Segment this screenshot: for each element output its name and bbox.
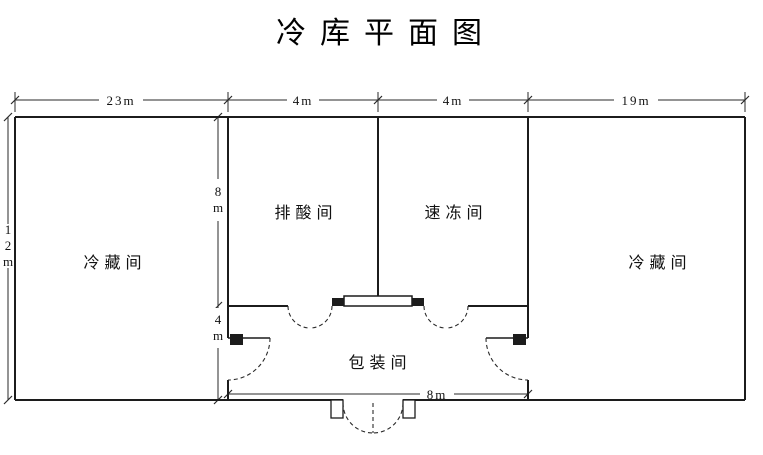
label-mask [210, 179, 226, 221]
room-labels: 冷藏间 排酸间 速冻间 冷藏间 包装间 [83, 204, 691, 372]
interior-walls [227, 117, 529, 400]
door-jamb-block [412, 298, 424, 306]
door-jamb-block [332, 298, 344, 306]
door-layer [227, 305, 529, 434]
dimension-layer: 23m 4m 4m 19m 12m 8m 4m 8m [0, 92, 750, 405]
door-arc-left [227, 337, 271, 381]
label-mask [420, 386, 454, 402]
dim-label-top-4m-right: 4m [443, 93, 464, 108]
outer-walls [14, 116, 746, 401]
room-label-packing: 包装间 [348, 354, 411, 372]
label-mask [99, 92, 143, 108]
dim-label-top-23m: 23m [106, 93, 135, 108]
label-mask [210, 308, 226, 348]
wall-layer [14, 116, 746, 419]
dim-label-inner-4m: 4m [211, 312, 226, 344]
door-arc-entrance [342, 402, 404, 434]
label-mask [614, 92, 658, 108]
page-title: 冷库平面图 [276, 17, 496, 50]
entrance-jamb-box [402, 399, 416, 419]
room-label-acid-discharge: 排酸间 [274, 204, 337, 222]
door-jamb-block [230, 334, 243, 345]
door-jamb-block [513, 334, 526, 345]
dim-label-top-19m: 19m [621, 93, 650, 108]
door-arc-quick-freeze [423, 305, 469, 329]
top-dimension-line [14, 92, 746, 112]
dim-label-inner-8m: 8m [211, 184, 226, 216]
entrance-jamb-box [330, 399, 344, 419]
dim-label-left-12m: 12m [1, 222, 16, 270]
label-mask [437, 92, 469, 108]
room-label-quick-freeze: 速冻间 [424, 204, 487, 222]
label-mask [0, 224, 16, 268]
door-arc-right [485, 337, 529, 381]
dim-label-top-4m-left: 4m [293, 93, 314, 108]
dim-label-bottom-8m: 8m [427, 387, 448, 402]
center-wall-section [343, 295, 413, 307]
room-label-cold-right: 冷藏间 [628, 254, 691, 272]
room-label-cold-left: 冷藏间 [83, 254, 146, 272]
label-mask [287, 92, 319, 108]
door-arc-acid-discharge [287, 305, 333, 329]
